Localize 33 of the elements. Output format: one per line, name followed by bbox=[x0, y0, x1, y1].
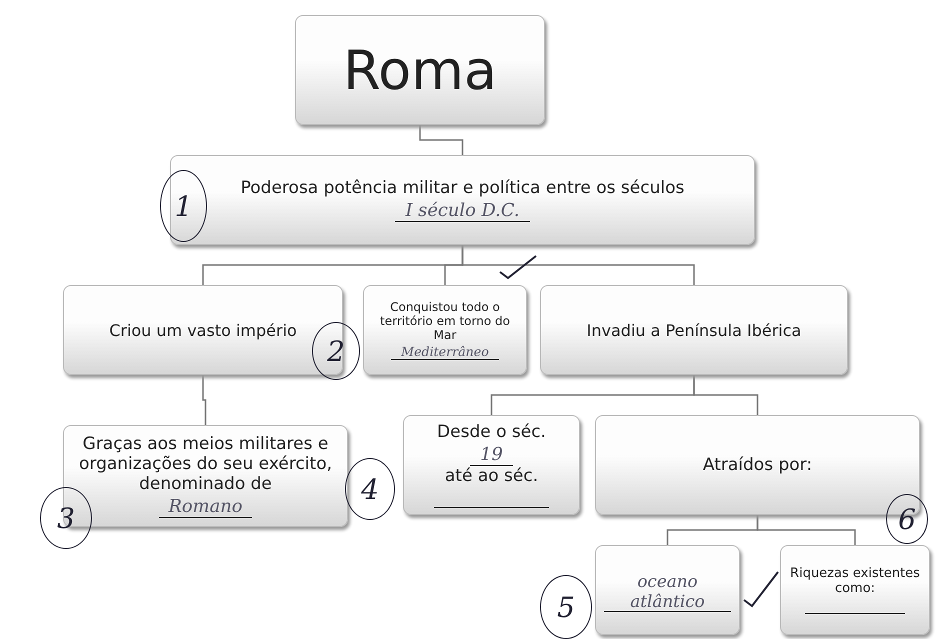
circled-number: 4 bbox=[345, 458, 395, 520]
node-text: Invadiu a Península Ibérica bbox=[586, 320, 802, 340]
handwritten-answer: Romano bbox=[158, 496, 252, 518]
handwritten-answer: I século D.C. bbox=[395, 200, 530, 222]
handwritten-answer: oceano atlântico bbox=[604, 570, 731, 612]
circled-number: 6 bbox=[886, 494, 928, 544]
concept-box bbox=[403, 415, 580, 515]
handwritten-answer: 19 bbox=[470, 444, 513, 466]
node-text: Conquistou todo o território em torno do Mar bbox=[379, 300, 511, 342]
connector-line bbox=[202, 375, 206, 425]
concept-box bbox=[780, 545, 930, 635]
concept-box bbox=[540, 285, 848, 375]
circled-number: 3 bbox=[40, 487, 92, 549]
concept-box bbox=[595, 545, 740, 635]
node-text: Criou um vasto império bbox=[109, 320, 297, 340]
node-text: Roma bbox=[343, 38, 497, 102]
circled-number: 2 bbox=[312, 322, 360, 380]
node-text: Desde o séc. bbox=[437, 422, 546, 442]
circled-number: 1 bbox=[160, 170, 207, 242]
circled-number: 5 bbox=[540, 575, 592, 639]
node-text: Poderosa potência militar e política entre os séculos bbox=[240, 178, 684, 198]
connector-line bbox=[419, 125, 464, 155]
connector-line bbox=[693, 375, 758, 415]
node-text: Riquezas existentes como: bbox=[789, 566, 921, 596]
node-text: até ao séc. bbox=[444, 466, 538, 486]
title-box bbox=[295, 15, 545, 125]
concept-box bbox=[63, 285, 343, 375]
handwritten-answer: Mediterrâneo bbox=[391, 344, 499, 360]
concept-box bbox=[170, 155, 755, 245]
connector-line bbox=[462, 245, 695, 285]
node-text: Atraídos por: bbox=[702, 455, 812, 475]
concept-box bbox=[363, 285, 527, 375]
connector-line bbox=[756, 515, 856, 545]
